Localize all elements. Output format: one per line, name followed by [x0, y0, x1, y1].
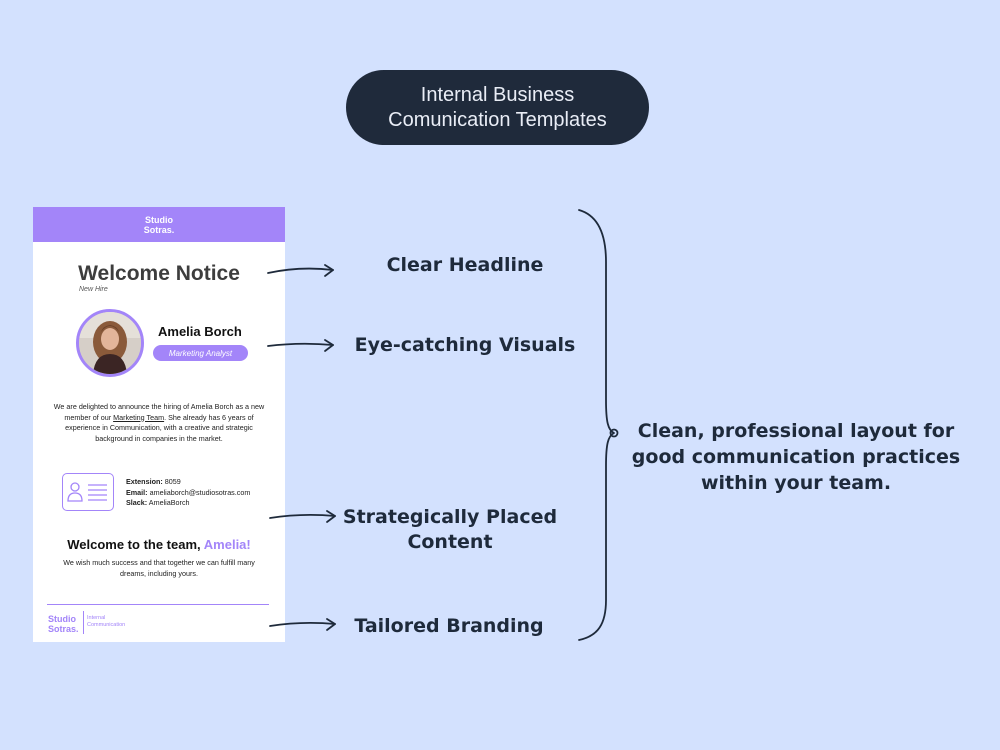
arrow-right-icon — [269, 618, 336, 631]
title-pill: Internal Business Comunication Templates — [346, 70, 649, 145]
feature-eye-catching-visuals: Eye-catching Visuals — [354, 334, 576, 356]
slack-label: Slack: — [126, 498, 148, 507]
template-card: Studio Sotras. Welcome Notice New Hire A… — [33, 207, 285, 642]
person-name: Amelia Borch — [158, 324, 242, 339]
id-card-icon — [62, 473, 114, 511]
feature-strategic-content: Strategically Placed Content — [325, 505, 575, 555]
arrow-right-icon — [269, 510, 336, 523]
avatar — [76, 309, 144, 377]
feature-strategic-content-line-2: Content — [407, 531, 493, 553]
title-line-2: Comunication Templates — [388, 108, 607, 131]
footer-subtitle: Internal Communication — [87, 615, 125, 629]
extension-row: Extension: 8059 — [126, 477, 250, 488]
feature-tailored-branding: Tailored Branding — [354, 615, 544, 637]
brace-node-icon — [609, 428, 619, 438]
card-header-brand: Studio Sotras. — [33, 207, 285, 242]
email-label: Email: — [126, 487, 148, 497]
announcement-text: We are delighted to announce the hiring … — [51, 402, 267, 444]
footer-sub-line-2: Communication — [87, 622, 126, 628]
summary-text: Clean, professional layout for good comm… — [631, 420, 961, 494]
slack-row: Slack: AmeliaBorch — [126, 498, 250, 509]
card-headline: Welcome Notice — [78, 262, 240, 285]
wish-text: We wish much success and that together w… — [63, 558, 255, 578]
footer-sub-line-1: Internal — [87, 615, 106, 621]
team-welcome-heading: Welcome to the team, Amelia! — [33, 537, 285, 552]
marketing-team-link[interactable]: Marketing Team — [113, 412, 165, 422]
arrow-right-icon — [267, 264, 334, 277]
contact-details: Extension: 8059 Email: ameliaborch@studi… — [126, 477, 250, 509]
footer-brand: Studio Sotras. — [48, 614, 79, 634]
email-row: Email: ameliaborch@studiosotras.com — [126, 488, 250, 499]
footer-vertical-divider — [83, 611, 84, 634]
team-welcome-prefix: Welcome to the team, — [67, 537, 204, 552]
slack-value: AmeliaBorch — [148, 498, 190, 507]
footer-brand-line-1: Studio — [48, 614, 76, 624]
card-brand-line-2: Sotras. — [143, 224, 175, 235]
card-brand-line-1: Studio — [145, 214, 173, 225]
feature-strategic-content-line-1: Strategically Placed — [342, 506, 558, 528]
arrow-right-icon — [267, 339, 334, 352]
feature-clear-headline: Clear Headline — [386, 254, 544, 276]
extension-value: 8059 — [164, 477, 181, 486]
footer-divider-line — [47, 604, 269, 605]
title-line-1: Internal Business — [420, 83, 575, 106]
role-badge: Marketing Analyst — [153, 345, 248, 361]
announcement-part-1: We are delighted to announce the hiring … — [53, 402, 265, 422]
extension-label: Extension: — [126, 477, 163, 486]
curly-brace-icon — [578, 209, 615, 641]
footer-brand-line-2: Sotras. — [48, 624, 79, 634]
email-value[interactable]: ameliaborch@studiosotras.com — [149, 487, 251, 497]
team-welcome-name: Amelia! — [203, 537, 251, 552]
announcement-part-2: . She already has 6 years of experience … — [65, 412, 254, 443]
card-subtitle: New Hire — [79, 286, 108, 293]
